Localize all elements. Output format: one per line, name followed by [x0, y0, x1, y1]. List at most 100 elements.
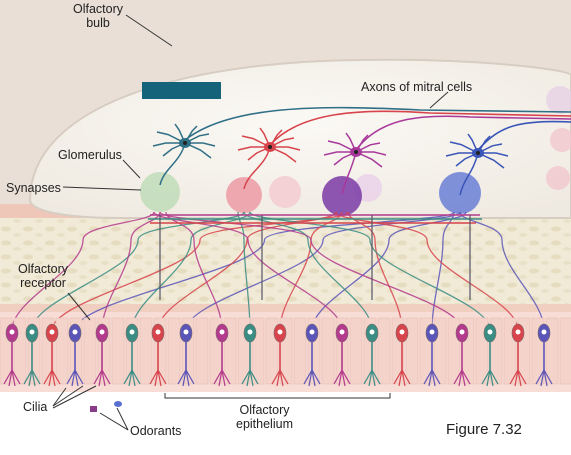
- receptor-cilium: [489, 369, 499, 385]
- receptor-nucleus: [29, 329, 35, 335]
- receptor-axon: [243, 211, 373, 331]
- odorant-square: [90, 406, 97, 412]
- receptor-axon: [153, 211, 343, 331]
- receptor-cilium: [51, 369, 61, 385]
- glomerulus: [140, 172, 180, 212]
- receptor-nucleus: [49, 329, 55, 335]
- receptor-cilium: [74, 369, 84, 385]
- receptor-cilium: [543, 369, 553, 385]
- label-olfactory-bulb: Olfactory bulb: [73, 2, 123, 30]
- glomerulus: [226, 177, 262, 213]
- mitral-branch: [152, 142, 185, 147]
- receptor-cilium: [101, 369, 111, 385]
- olfactory-receptor: [271, 323, 289, 387]
- mitral-branch: [327, 140, 357, 153]
- receptor-cilium: [461, 369, 471, 385]
- receptor-axon: [347, 211, 403, 331]
- receptor-cilium: [341, 369, 351, 385]
- mitral-nucleus: [183, 141, 187, 145]
- olfactory-receptor: [43, 323, 61, 387]
- receptor-nucleus: [99, 329, 105, 335]
- receptor-nucleus: [247, 329, 253, 335]
- receptor-nucleus: [155, 329, 161, 335]
- supporting-cell: [111, 317, 125, 385]
- receptor-cilium: [131, 369, 141, 385]
- receptor-axon: [31, 211, 245, 331]
- receptor-nucleus: [369, 329, 375, 335]
- mitral-nucleus: [354, 150, 358, 154]
- label-line: receptor: [20, 276, 66, 290]
- receptor-cilium: [371, 369, 381, 385]
- olfactory-receptor: [535, 323, 553, 387]
- olfactory-receptor: [123, 323, 141, 387]
- receptor-nucleus: [459, 329, 465, 335]
- receptor-nucleus: [429, 329, 435, 335]
- olfactory-receptor: [23, 323, 41, 387]
- receptor-cilium: [157, 369, 167, 385]
- supporting-cell: [55, 317, 69, 385]
- receptor-axon: [131, 211, 251, 331]
- bulb-spot: [546, 86, 571, 114]
- label-odorants: Odorants: [130, 424, 182, 438]
- receptor-cilium: [31, 369, 41, 385]
- label-line: epithelium: [236, 417, 293, 431]
- mitral-branch: [156, 131, 186, 144]
- mitral-axon: [184, 106, 571, 141]
- receptor-axon: [431, 211, 455, 331]
- label-olfactory-receptor: Olfactory receptor: [18, 262, 68, 290]
- receptor-nucleus: [72, 329, 78, 335]
- receptor-nucleus: [9, 329, 15, 335]
- receptor-cilium: [311, 369, 321, 385]
- olfactory-receptor: [213, 323, 231, 387]
- olfactory-receptor: [241, 323, 259, 387]
- supporting-cell: [405, 317, 419, 385]
- receptor-cilium: [221, 369, 231, 385]
- receptor-axon: [101, 211, 161, 331]
- label-line: bulb: [86, 16, 110, 30]
- label-axons: Axons of mitral cells: [361, 80, 473, 94]
- receptor-nucleus: [129, 329, 135, 335]
- receptor-axon: [237, 211, 251, 331]
- mitral-branch: [323, 151, 356, 156]
- receptor-nucleus: [399, 329, 405, 335]
- mitral-branch: [237, 146, 270, 151]
- olfactory-receptor: [481, 323, 499, 387]
- mitral-branch: [449, 141, 479, 154]
- bulb-spot: [269, 176, 301, 208]
- lamina-band: [0, 304, 571, 314]
- olfactory-receptor: [66, 323, 84, 387]
- olfactory-receptor: [3, 323, 21, 387]
- mitral-nucleus: [476, 151, 480, 155]
- supporting-cell: [167, 317, 181, 385]
- supporting-cell: [195, 317, 209, 385]
- cribriform-plate: [0, 212, 571, 310]
- receptor-nucleus: [277, 329, 283, 335]
- receptor-axon: [311, 211, 467, 331]
- receptor-cilium: [11, 369, 21, 385]
- label-cover-box: [142, 82, 221, 99]
- olfactory-receptor: [363, 323, 381, 387]
- supporting-cell: [377, 317, 391, 385]
- receptor-axon: [159, 211, 463, 331]
- supporting-cell: [559, 317, 571, 385]
- receptor-cilium: [279, 369, 289, 385]
- mitral-cell: [445, 133, 509, 196]
- receptor-axon: [157, 211, 337, 331]
- olfactory-receptor: [93, 323, 111, 387]
- receptor-axon: [185, 211, 461, 331]
- mitral-axon: [355, 115, 571, 151]
- label-synapses: Synapses: [6, 181, 61, 195]
- receptor-nucleus: [183, 329, 189, 335]
- olfactory-receptor: [333, 323, 351, 387]
- olfactory-receptor: [423, 323, 441, 387]
- receptor-nucleus: [219, 329, 225, 335]
- receptor-nucleus: [541, 329, 547, 335]
- supporting-cell: [321, 317, 335, 385]
- receptor-nucleus: [515, 329, 521, 335]
- olfactory-receptor: [453, 323, 471, 387]
- receptor-cilium: [431, 369, 441, 385]
- mitral-cell: [152, 123, 216, 186]
- receptor-nucleus: [309, 329, 315, 335]
- supporting-cell: [83, 317, 97, 385]
